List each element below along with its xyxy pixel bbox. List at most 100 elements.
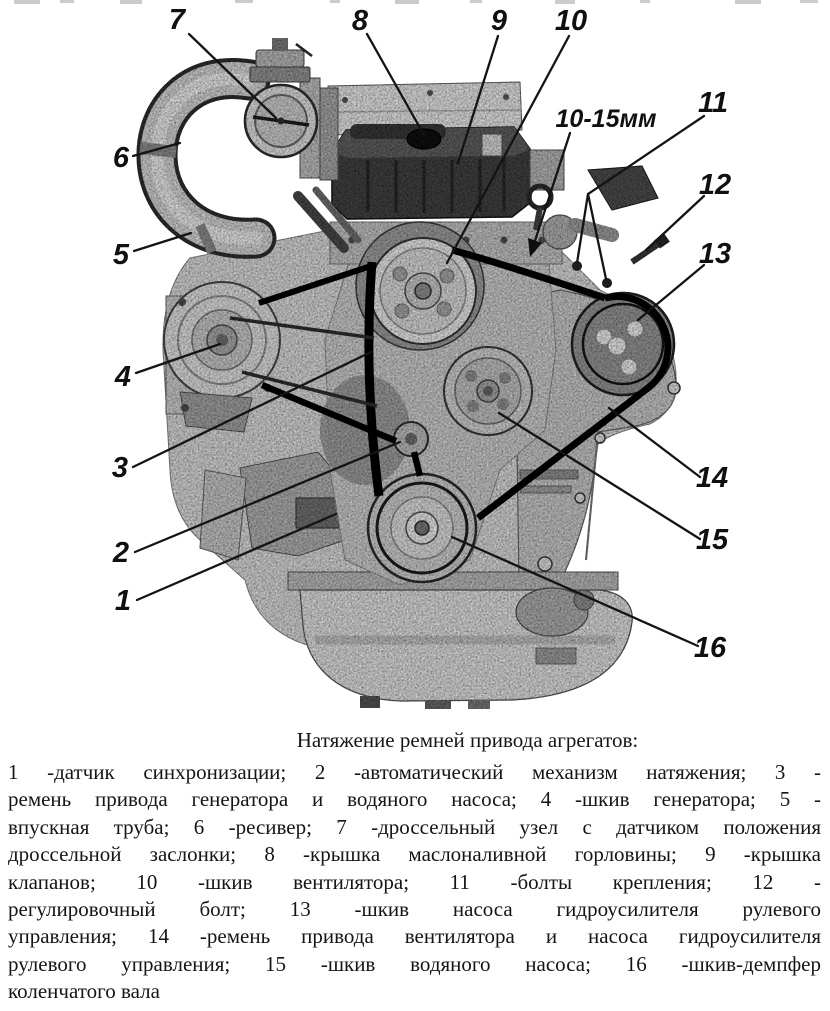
scan-artifact	[640, 0, 650, 3]
tensioner-center	[405, 433, 417, 445]
crank-ring	[375, 481, 469, 575]
throttle-screw	[277, 117, 285, 125]
cover-bolts	[342, 90, 509, 103]
leader-1	[135, 512, 338, 602]
measurement-arrowhead	[528, 238, 542, 257]
leader-measurement	[531, 131, 572, 249]
mount-bolt	[602, 278, 612, 288]
scan-artifact	[330, 0, 340, 3]
leader-10	[445, 34, 571, 265]
coil-tube	[312, 186, 362, 244]
coil-tube	[293, 191, 349, 253]
fan-center	[414, 282, 432, 300]
tps-stem	[272, 38, 288, 51]
callout-8: 8	[352, 5, 369, 37]
legend-line: ремень привода генератора и водяного нас…	[8, 787, 821, 812]
scan-artifact	[60, 0, 74, 3]
engine-belt-diagram: 1 2 3 4 5 6 7 8 9 10 11 12 13 14 15 16 1…	[14, 0, 818, 709]
scan-artifact	[800, 0, 818, 3]
pas-pump-ring	[581, 302, 665, 386]
tps-sensor	[255, 49, 305, 68]
scan-artifact	[555, 0, 575, 4]
leader-5	[132, 231, 193, 253]
leader-2	[133, 440, 402, 554]
generator-center	[216, 334, 228, 346]
callout-7: 7	[169, 4, 187, 36]
oil-pan-rail	[287, 571, 619, 591]
callout-16: 16	[694, 632, 727, 664]
scan-artifact	[735, 0, 761, 4]
legend-text: 1 -датчик синхронизации; 2 -автоматическ…	[0, 759, 830, 1006]
flange-bolts	[537, 381, 681, 572]
leader-lines	[131, 32, 706, 648]
callout-9: 9	[491, 5, 507, 37]
callout-12: 12	[699, 169, 731, 201]
starter-motor	[515, 587, 589, 637]
callout-6: 6	[113, 142, 130, 174]
legend-line: 1 -датчик синхронизации; 2 -автоматическ…	[8, 760, 821, 784]
throttle-flange	[319, 87, 339, 181]
scan-artifact	[470, 0, 482, 3]
tensioner-belt	[410, 451, 424, 477]
callout-4: 4	[114, 361, 131, 393]
callout-10: 10	[555, 5, 587, 37]
diagram-canvas: 1 2 3 4 5 6 7 8 9 10 11 12 13 14 15 16 1…	[14, 0, 818, 709]
drain-plug	[425, 700, 451, 709]
pipe-clamp	[195, 222, 217, 255]
legend-line: регулировочный болт; 13 -шкив насоса гид…	[8, 897, 821, 922]
leader-8	[365, 32, 426, 137]
callout-3: 3	[112, 452, 128, 484]
mount-bolt	[572, 261, 582, 271]
leader-14	[607, 406, 702, 479]
legend-line: управления; 14 -ремень привода вентилято…	[8, 924, 821, 949]
generator-bracket	[179, 391, 253, 433]
callout-13: 13	[699, 238, 731, 270]
leader-3	[131, 350, 373, 469]
bell-housing-flange	[585, 431, 599, 561]
leader-7	[187, 32, 278, 120]
oil-filler-cap	[406, 128, 442, 150]
callout-2: 2	[112, 537, 129, 569]
fan-pulley-holes	[392, 266, 455, 319]
callout-labels: 1 2 3 4 5 6 7 8 9 10 11 12 13 14 15 16 1…	[112, 4, 731, 664]
callout-11: 11	[698, 87, 728, 119]
tps-sensor	[249, 66, 311, 83]
fan-pas-belt-wrap	[604, 293, 672, 391]
mount-rail	[519, 469, 579, 480]
crank-center	[414, 520, 430, 536]
leader-12	[644, 194, 706, 252]
leader-16	[450, 535, 700, 648]
figure-caption: Натяжение ремней привода агрегатов:	[296, 728, 639, 752]
leader-6	[131, 141, 182, 158]
legend-line: коленчатого вала	[8, 979, 160, 1004]
engine-illustration	[136, 38, 681, 709]
leader-13	[636, 263, 706, 322]
dipstick-stem	[533, 207, 543, 231]
callout-15: 15	[696, 524, 729, 556]
legend-line: дроссельной заслонки; 8 -крышка маслонал…	[8, 842, 821, 867]
scan-artifact	[120, 0, 142, 4]
legend-line: клапанов; 10 -шкив вентилятора; 11 -болт…	[8, 869, 821, 894]
callout-1: 1	[115, 585, 131, 617]
scan-artifact	[395, 0, 419, 4]
lifting-bracket	[587, 165, 659, 211]
drain-plug	[360, 696, 380, 708]
callout-5: 5	[113, 239, 130, 271]
mount-rail	[520, 485, 572, 494]
scan-artifact	[235, 0, 253, 3]
scan-artifact	[14, 0, 40, 4]
fan-pas-belt-top	[451, 246, 607, 302]
legend-line: рулевого управления; 15 -шкив водяного н…	[8, 951, 821, 976]
scan-artifacts	[14, 0, 818, 4]
pas-pump-holes	[595, 320, 644, 376]
leader-9	[456, 34, 500, 165]
drive-belts	[229, 246, 672, 521]
tps-wire	[295, 43, 313, 57]
leader-11-fork	[586, 192, 608, 281]
thermostat-hose	[568, 218, 619, 242]
belt-run-thin	[229, 316, 375, 340]
water-pump-center	[483, 386, 493, 396]
measurement-label: 10-15мм	[556, 105, 657, 133]
adjusting-bolt-head	[654, 233, 670, 249]
valve-cover-ribs	[366, 158, 506, 213]
